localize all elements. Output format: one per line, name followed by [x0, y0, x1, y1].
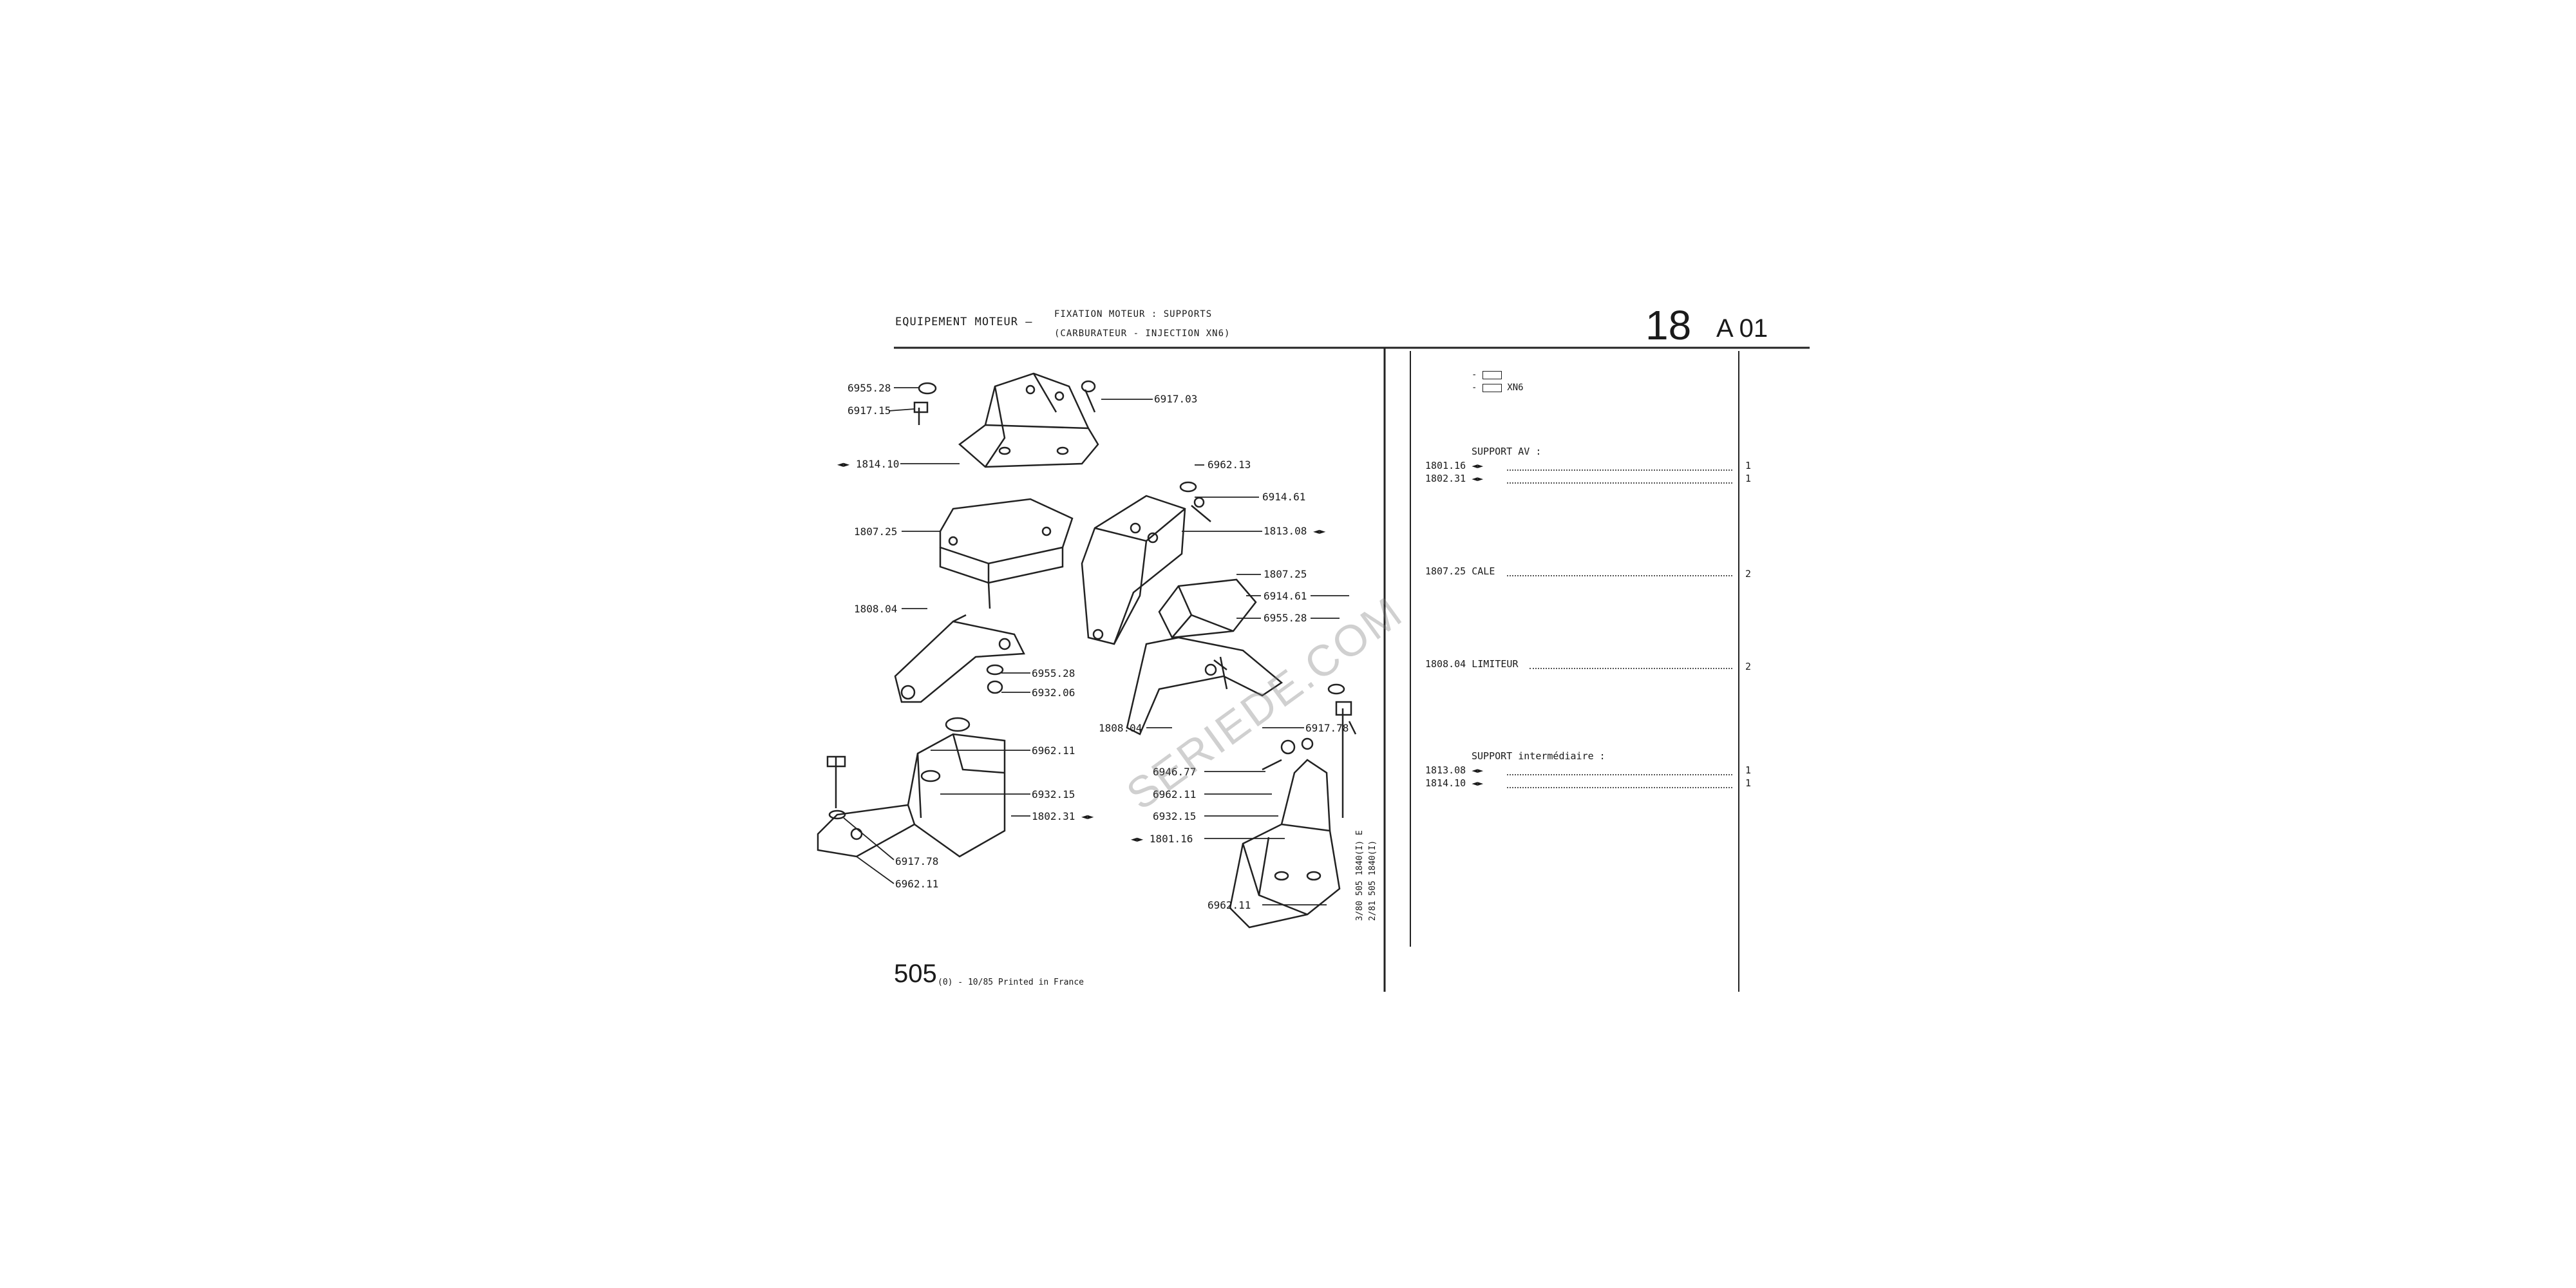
- model-number: 505: [894, 960, 937, 988]
- dot-leader: [1507, 575, 1732, 576]
- label-6917-03: 6917.03: [1154, 393, 1198, 405]
- label-6914-61-b: 6914.61: [1264, 590, 1307, 602]
- legend-item-1: -: [1472, 370, 1524, 383]
- label-6932-15-a: 6932.15: [1032, 788, 1075, 800]
- label-6932-06: 6932.06: [1032, 687, 1075, 699]
- label-6955-28-b: 6955.28: [1264, 612, 1307, 624]
- label-6946-77: 6946.77: [1153, 766, 1197, 778]
- page-subtitle-line2: (CARBURATEUR - INJECTION XN6): [1054, 328, 1231, 339]
- label-6962-11-c: 6962.11: [895, 878, 939, 890]
- qty-1802-31: 1: [1745, 473, 1752, 484]
- label-6962-13: 6962.13: [1208, 459, 1251, 471]
- label-6932-15-b: 6932.15: [1153, 810, 1197, 822]
- label-1808-04-b: 1808.04: [1099, 722, 1142, 734]
- part-row-1813-08: 1813.08 ◄►: [1425, 764, 1484, 776]
- dot-leader: [1507, 774, 1732, 775]
- group-support-intermediaire: SUPPORT intermédiaire :: [1472, 750, 1605, 762]
- section-number: 18: [1645, 302, 1692, 348]
- part-row-1801-16: 1801.16 ◄►: [1425, 460, 1484, 471]
- side-note-2: 2/81 505 1840(I): [1368, 840, 1378, 921]
- support-1802-drawing: [817, 717, 1006, 858]
- page-subtitle-line1: FIXATION MOTEUR : SUPPORTS: [1054, 309, 1213, 319]
- label-6962-11-b: 6962.11: [1153, 788, 1197, 800]
- legend: - - XN6: [1472, 370, 1524, 395]
- side-note-1: 3/80 505 1840(I) E: [1355, 830, 1365, 921]
- label-6917-15: 6917.15: [848, 404, 891, 417]
- support-1801-drawing: [1229, 701, 1352, 929]
- limiter-1808-left-drawing: [894, 614, 1025, 703]
- group-support-av: SUPPORT AV :: [1472, 446, 1542, 457]
- part-row-1814-10: 1814.10 ◄►: [1425, 777, 1484, 789]
- label-1814-10: ◄► 1814.10: [837, 458, 900, 470]
- page-title: EQUIPEMENT MOTEUR –: [895, 316, 1033, 328]
- leader-lines: [843, 387, 1349, 905]
- label-6917-78-b: 6917.78: [895, 855, 939, 867]
- qty-1801-16: 1: [1745, 460, 1752, 471]
- label-6955-28-c: 6955.28: [1032, 667, 1075, 679]
- pad-1807-right-drawing: [1158, 578, 1257, 639]
- dot-leader: [1507, 469, 1732, 471]
- limiter-1808-right-drawing: [1126, 636, 1283, 735]
- label-1801-16: ◄► 1801.16: [1131, 833, 1193, 845]
- label-1813-08: 1813.08 ◄►: [1264, 525, 1326, 537]
- label-6962-11-a: 6962.11: [1032, 744, 1075, 757]
- qty-1814-10: 1: [1745, 777, 1752, 789]
- part-row-1807-25: 1807.25 CALE: [1425, 565, 1495, 577]
- part-row-1802-31: 1802.31 ◄►: [1425, 473, 1484, 484]
- label-6955-28-a: 6955.28: [848, 382, 891, 394]
- qty-1807-25: 2: [1745, 568, 1752, 580]
- print-note: (0) - 10/85 Printed in France: [938, 978, 1084, 987]
- legend-symbol-1: [1482, 370, 1502, 379]
- label-1808-04-a: 1808.04: [854, 603, 898, 615]
- legend-symbol-2: [1482, 383, 1502, 392]
- label-6917-78-a: 6917.78: [1305, 722, 1349, 734]
- label-6914-61-a: 6914.61: [1262, 491, 1306, 503]
- part-row-1808-04: 1808.04 LIMITEUR: [1425, 658, 1519, 670]
- label-1807-25-b: 1807.25: [1264, 568, 1307, 580]
- section-code: A 01: [1716, 314, 1768, 343]
- qty-1813-08: 1: [1745, 764, 1752, 776]
- label-1807-25-a: 1807.25: [854, 526, 898, 538]
- bracket-1814-drawing: [958, 372, 1099, 468]
- pad-1807-left-drawing: [939, 498, 1074, 609]
- bracket-1813-drawing: [1081, 495, 1211, 645]
- dot-leader: [1530, 668, 1732, 669]
- legend-item-2: - XN6: [1472, 383, 1524, 393]
- label-6962-11-d: 6962.11: [1208, 899, 1251, 911]
- label-1802-31: 1802.31 ◄►: [1032, 810, 1094, 822]
- dot-leader: [1507, 787, 1732, 788]
- dot-leader: [1507, 482, 1732, 484]
- qty-1808-04: 2: [1745, 661, 1752, 672]
